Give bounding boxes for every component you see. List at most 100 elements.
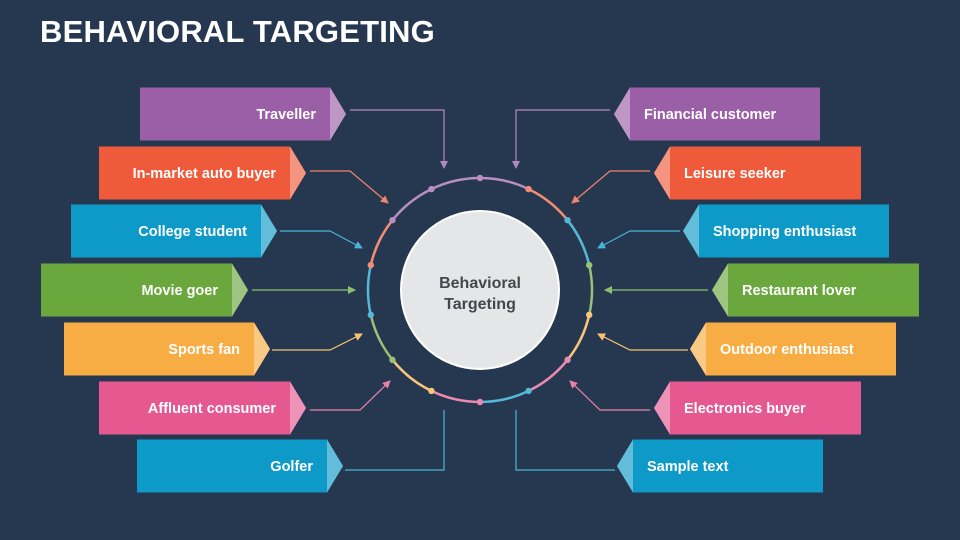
ring-arc [566,219,591,266]
label-box [99,146,306,200]
right-item: Shopping enthusiast [683,204,889,258]
arrow-tab-icon [690,322,706,376]
item-label: Sports fan [168,342,240,358]
right-items: Financial customer Leisure seeker Shoppi… [614,87,919,493]
label-box [140,87,346,141]
ring-dot [585,261,593,269]
connector-line [350,109,448,169]
ring-arc [528,187,569,221]
connector-line [569,380,650,411]
label-box [683,204,889,258]
outer-ring [366,174,594,406]
left-item: In-market auto buyer [99,146,306,200]
arrow-tab-icon [330,87,346,141]
ring-dot [389,356,396,364]
center-circle [400,210,560,370]
arrow-tab-icon [261,204,277,258]
item-label: Affluent consumer [148,401,276,417]
arrow-tab-icon [654,146,670,200]
label-box [654,146,861,200]
ring-arc [479,176,530,191]
label-box [690,322,896,376]
label-box [712,263,919,317]
item-label: Traveller [256,107,316,123]
right-item: Restaurant lover [712,263,919,317]
center-label-line2: Targeting [444,296,516,313]
ring-dot [525,387,532,395]
label-box [614,87,820,141]
arrow-tab-icon [614,87,630,141]
ring-dot [564,356,571,364]
connector-line [272,333,363,351]
right-item: Financial customer [614,87,820,141]
left-item: College student [71,204,277,258]
ring-dot [476,398,484,406]
ring-arc [430,176,481,191]
ring-dot [525,185,532,193]
right-item: Sample text [617,439,823,493]
connector-line [512,109,610,169]
label-box [617,439,823,493]
right-item: Leisure seeker [654,146,861,200]
item-label: Financial customer [644,107,777,123]
ring-dot [367,261,375,269]
label-box [64,322,270,376]
ring-arc [528,359,569,393]
right-item: Outdoor enthusiast [690,322,896,376]
label-box [137,439,343,493]
item-label: Restaurant lover [742,283,857,299]
label-box [654,381,861,435]
right-item: Electronics buyer [654,381,861,435]
item-label: Electronics buyer [684,401,806,417]
item-label: Sample text [647,459,729,475]
ring-dot [428,185,435,193]
page-title: BEHAVIORAL TARGETING [40,14,435,49]
arrow-tab-icon [683,204,699,258]
connector-line [310,170,389,204]
label-box [41,263,248,317]
item-label: Golfer [270,459,313,475]
connector-line [571,170,650,204]
left-item: Golfer [137,439,343,493]
left-item: Sports fan [64,322,270,376]
arrow-tab-icon [617,439,633,493]
ring-arc [430,389,481,404]
connector-line [345,410,445,471]
arrow-tab-icon [327,439,343,493]
item-label: Outdoor enthusiast [720,342,854,358]
ring-arc [391,359,432,393]
connector-line [515,410,615,471]
connector-lines [252,109,708,471]
ring-dot [585,311,593,319]
ring-arc [566,314,591,361]
item-label: College student [138,224,247,240]
item-label: Movie goer [141,283,218,299]
ring-arc [369,219,394,266]
ring-arc [479,389,530,404]
connector-line [280,230,363,249]
ring-dot [564,216,571,224]
arrow-tab-icon [712,263,728,317]
ring-dot [389,216,396,224]
label-box [71,204,277,258]
arrow-tab-icon [232,263,248,317]
left-item: Movie goer [41,263,248,317]
label-box [99,381,306,435]
ring-arc [369,314,394,361]
connector-line [310,380,391,411]
item-label: Leisure seeker [684,166,786,182]
connector-line [597,333,688,351]
center-label-line1: Behavioral [439,275,521,292]
item-label: In-market auto buyer [133,166,277,182]
arrow-tab-icon [290,381,306,435]
left-item: Traveller [140,87,346,141]
ring-arc [366,264,373,316]
left-item: Affluent consumer [99,381,306,435]
ring-arc [391,187,432,221]
ring-dot [367,311,375,319]
left-items: Traveller In-market auto buyer College s… [41,87,346,493]
ring-dot [428,387,435,395]
connector-line [597,230,680,249]
ring-arc [587,264,594,316]
